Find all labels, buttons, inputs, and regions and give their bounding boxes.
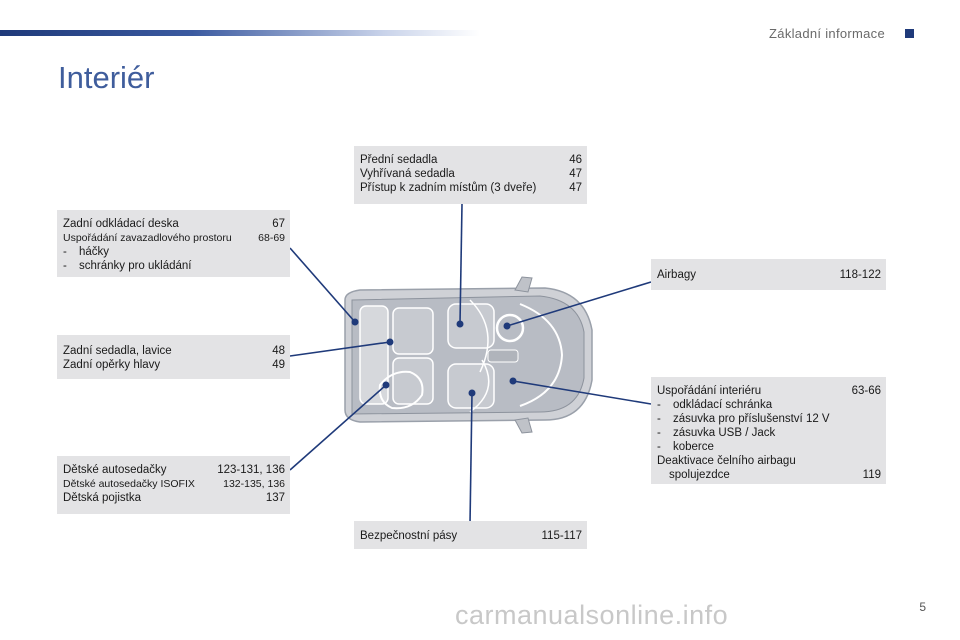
index-label: Dětské autosedačky (63, 464, 167, 476)
index-row: Přední sedadla 46 (360, 153, 582, 167)
page-ref: 123-131, 136 (217, 464, 285, 476)
list-item-label: koberce (673, 441, 714, 453)
page-ref: 132-135, 136 (223, 478, 285, 490)
callout-box-airbags: Airbagy 118-122 (651, 259, 886, 290)
list-item-label: zásuvka pro příslušenství 12 V (673, 413, 830, 425)
page-ref: 137 (265, 492, 285, 504)
index-row: Přístup k zadním místům (3 dveře) 47 (360, 181, 582, 195)
index-label: Dětská pojistka (63, 492, 141, 504)
index-row: spolujezdce 119 (657, 468, 881, 482)
callout-line-rear-shelf (289, 247, 356, 323)
callout-line-child-seats (289, 384, 387, 471)
index-row: Airbagy 118-122 (657, 268, 881, 282)
page-ref: 63-66 (851, 385, 881, 397)
callout-dots (351, 318, 517, 397)
index-row: Uspořádání interiéru 63-66 (657, 384, 881, 398)
callout-dot (468, 389, 476, 397)
page-ref: 47 (569, 182, 582, 194)
index-label: Dětské autosedačky ISOFIX (63, 478, 195, 490)
page-ref: 48 (272, 345, 285, 357)
index-row: Vyhřívaná sedadla 47 (360, 167, 582, 181)
list-item: -zásuvka USB / Jack (657, 427, 776, 439)
callout-dot (509, 377, 517, 385)
page-ref: 67 (272, 218, 285, 230)
callout-box-child-seats: Dětské autosedačky 123-131, 136 Dětské au… (57, 456, 290, 514)
page-title: Interiér (58, 60, 155, 95)
index-label: Uspořádání interiéru (657, 385, 762, 397)
index-row: Zadní odkládací deska 67 (63, 217, 285, 231)
list-item: -koberce (657, 441, 714, 453)
watermark: carmanualsonline.info (455, 600, 729, 630)
index-label: Přední sedadla (360, 154, 438, 166)
index-row: Uspořádání zavazadlového prostoru 68-69 (63, 231, 285, 245)
index-row: Zadní sedadla, lavice 48 (63, 344, 285, 358)
callout-dot (456, 320, 464, 328)
callout-box-interior-layout: Uspořádání interiéru 63-66 -odkládací sch… (651, 377, 886, 484)
index-row: Dětská pojistka 137 (63, 491, 285, 505)
header-accent-bar (0, 30, 480, 36)
page-ref: 46 (569, 154, 582, 166)
index-label: Zadní opěrky hlavy (63, 359, 161, 371)
callout-line-interior-layout (512, 380, 652, 405)
page-ref: 118-122 (839, 269, 881, 281)
page-number: 5 (919, 600, 926, 614)
callout-dot (386, 338, 394, 346)
index-label: Uspořádání zavazadlového prostoru (63, 232, 232, 244)
callout-lines (289, 203, 652, 525)
callout-line-airbags (506, 281, 652, 327)
callout-dot (503, 322, 511, 330)
section-marker (905, 29, 914, 38)
index-label: Zadní sedadla, lavice (63, 345, 172, 357)
index-label: spolujezdce (669, 469, 730, 481)
list-item: -schránky pro ukládání (63, 260, 192, 272)
callout-dot (351, 318, 359, 326)
index-label: Bezpečnostní pásy (360, 530, 458, 542)
page-ref: 119 (862, 469, 881, 481)
index-label: Přístup k zadním místům (3 dveře) (360, 182, 537, 194)
list-item-label: zásuvka USB / Jack (673, 427, 776, 439)
page-ref: 68-69 (258, 232, 285, 244)
list-item-label: háčky (79, 246, 110, 258)
list-item: -háčky (63, 246, 110, 258)
index-label: Vyhřívaná sedadla (360, 168, 455, 180)
index-label: Zadní odkládací deska (63, 218, 179, 230)
callout-line-front-seats (459, 203, 463, 325)
callout-box-seat-belts: Bezpečnostní pásy 115-117 (354, 521, 587, 549)
section-title: Základní informace (769, 26, 885, 41)
index-row: Zadní opěrky hlavy 49 (63, 358, 285, 372)
callout-dot (382, 381, 390, 389)
index-row: Dětské autosedačky ISOFIX 132-135, 136 (63, 477, 285, 491)
callout-box-front-seats: Přední sedadla 46 Vyhřívaná sedadla 47 Pří… (354, 146, 587, 204)
page-ref: 47 (569, 168, 582, 180)
callout-line-rear-seats (289, 341, 391, 357)
list-item-label: odkládací schránka (673, 399, 773, 411)
list-item: -odkládací schránka (657, 399, 773, 411)
car-body (344, 276, 593, 434)
page-ref: 115-117 (541, 530, 583, 542)
callout-line-seat-belts (469, 392, 473, 525)
index-row: Bezpečnostní pásy 115-117 (360, 529, 582, 543)
index-label: Airbagy (657, 269, 696, 281)
index-row: Dětské autosedačky 123-131, 136 (63, 463, 285, 477)
list-item-label: schránky pro ukládání (79, 260, 192, 272)
index-label: Deaktivace čelního airbagu (657, 455, 796, 467)
callout-box-rear-seats: Zadní sedadla, lavice 48 Zadní opěrky hla… (57, 335, 290, 379)
callout-box-rear-shelf: Zadní odkládací deska 67 Uspořádání zavaz… (57, 210, 290, 277)
page-ref: 49 (272, 359, 285, 371)
list-item: -zásuvka pro příslušenství 12 V (657, 413, 830, 425)
